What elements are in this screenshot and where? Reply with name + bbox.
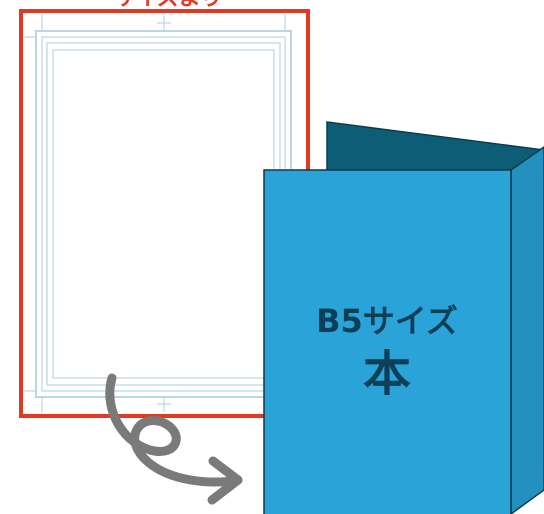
book-front-cover (263, 169, 512, 514)
trim-border (19, 9, 310, 418)
book: B5サイズ 本 (263, 121, 544, 514)
top-label: サイズより (114, 0, 223, 11)
book-size-label: B5サイズ (316, 302, 458, 340)
book-side-panel (510, 146, 544, 514)
book-kind-label: 本 (363, 346, 411, 402)
arrow-icon (105, 373, 243, 505)
registration-marks (24, 14, 286, 413)
